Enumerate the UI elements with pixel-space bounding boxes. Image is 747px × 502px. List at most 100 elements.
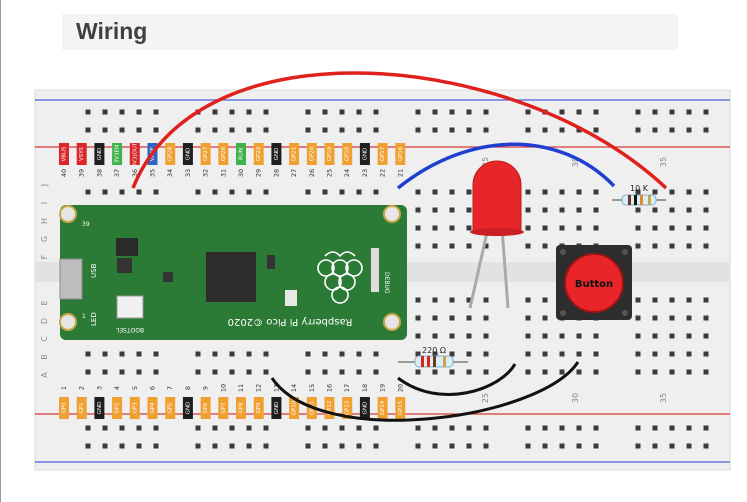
pin-label-bg xyxy=(59,143,69,165)
breadboard-hole xyxy=(466,297,472,303)
pin-label: GND xyxy=(97,402,103,415)
row-letter: J xyxy=(40,184,49,187)
breadboard-hole xyxy=(246,369,252,375)
breadboard-hole xyxy=(356,425,362,431)
row-letter: I xyxy=(40,202,49,204)
row-letter: F xyxy=(40,254,49,259)
breadboard-hole xyxy=(669,333,675,339)
breadboard-hole xyxy=(373,109,379,115)
column-number: 35 xyxy=(659,157,668,167)
breadboard-hole xyxy=(525,333,531,339)
breadboard-hole xyxy=(119,443,125,449)
pin-label-bg xyxy=(147,397,158,419)
black-wire-1 xyxy=(397,363,517,396)
blue-wire xyxy=(396,142,616,190)
breadboard-hole xyxy=(466,127,472,133)
breadboard-hole xyxy=(85,425,91,431)
pin-label: GP6 xyxy=(203,402,209,414)
pin-number: 4 xyxy=(113,386,121,390)
pico-board: Raspberry Pi Pico ©2020 USB LED BOOTSEL … xyxy=(59,205,407,340)
breadboard-hole xyxy=(373,369,379,375)
breadboard-hole xyxy=(703,243,709,249)
breadboard-hole xyxy=(635,425,641,431)
breadboard-hole xyxy=(339,425,345,431)
breadboard-hole xyxy=(322,443,328,449)
breadboard-hole xyxy=(432,243,438,249)
pin-number: 3 xyxy=(95,386,103,390)
breadboard-hole xyxy=(542,207,548,213)
breadboard-hole xyxy=(339,189,345,195)
breadboard-hole xyxy=(153,189,159,195)
breadboard-hole xyxy=(593,225,599,231)
breadboard-hole xyxy=(703,127,709,133)
pin-label-bg xyxy=(395,143,406,165)
breadboard-hole xyxy=(85,189,91,195)
breadboard-hole xyxy=(356,369,362,375)
pin-number: 15 xyxy=(308,384,316,392)
breadboard-hole xyxy=(525,351,531,357)
breadboard-hole xyxy=(263,425,269,431)
breadboard-hole xyxy=(153,127,159,133)
breadboard-hole xyxy=(229,369,235,375)
breadboard-hole xyxy=(415,127,421,133)
pin-label: GP10 xyxy=(292,400,298,415)
pin-label: VBUS xyxy=(62,146,68,162)
breadboard-hole xyxy=(686,109,692,115)
breadboard-hole xyxy=(373,127,379,133)
breadboard-hole xyxy=(483,443,489,449)
breadboard-hole xyxy=(246,443,252,449)
breadboard-hole xyxy=(525,443,531,449)
breadboard-hole xyxy=(576,189,582,195)
breadboard-hole xyxy=(373,351,379,357)
breadboard-hole xyxy=(559,109,565,115)
breadboard-hole xyxy=(415,333,421,339)
breadboard-hole xyxy=(449,333,455,339)
breadboard-hole xyxy=(322,425,328,431)
pin-label-bg xyxy=(129,143,140,165)
breadboard-hole xyxy=(229,425,235,431)
breadboard-hole xyxy=(635,333,641,339)
breadboard-hole xyxy=(703,315,709,321)
pin-label: GP0 xyxy=(62,402,68,414)
pin-number: 27 xyxy=(290,169,298,177)
breadboard-hole xyxy=(415,443,421,449)
breadboard-hole xyxy=(136,109,142,115)
breadboard-hole xyxy=(263,189,269,195)
breadboard-hole xyxy=(449,425,455,431)
breadboard-hole xyxy=(432,315,438,321)
pin-label-bg xyxy=(377,397,388,419)
breadboard-hole xyxy=(415,207,421,213)
breadboard-hole xyxy=(449,443,455,449)
breadboard-hole xyxy=(686,225,692,231)
breadboard-hole xyxy=(339,109,345,115)
breadboard-hole xyxy=(576,127,582,133)
breadboard-hole xyxy=(449,315,455,321)
breadboard-hole xyxy=(525,225,531,231)
breadboard-hole xyxy=(432,225,438,231)
pin-label: GND xyxy=(274,402,280,415)
breadboard-hole xyxy=(305,351,311,357)
pin-number: 35 xyxy=(149,169,157,177)
pin-label: GP22 xyxy=(256,147,262,162)
breadboard-hole xyxy=(669,207,675,213)
pin-label-bg xyxy=(253,143,264,165)
push-button: Button xyxy=(556,245,632,320)
pin-label: GND xyxy=(185,402,191,415)
breadboard-hole xyxy=(246,109,252,115)
breadboard-hole xyxy=(525,315,531,321)
breadboard-hole xyxy=(652,351,658,357)
breadboard-hole xyxy=(102,127,108,133)
breadboard-hole xyxy=(449,243,455,249)
breadboard-hole xyxy=(635,109,641,115)
breadboard-hole xyxy=(305,109,311,115)
breadboard-hole xyxy=(229,443,235,449)
pin-number: 24 xyxy=(343,169,351,177)
pin-number: 21 xyxy=(396,169,404,177)
breadboard-hole xyxy=(432,127,438,133)
breadboard-hole xyxy=(593,369,599,375)
pin-label-bg xyxy=(59,397,69,419)
pin-label: GP14 xyxy=(380,400,386,415)
pin-label: GP15 xyxy=(398,400,404,415)
breadboard-hole xyxy=(686,127,692,133)
breadboard-hole xyxy=(686,369,692,375)
